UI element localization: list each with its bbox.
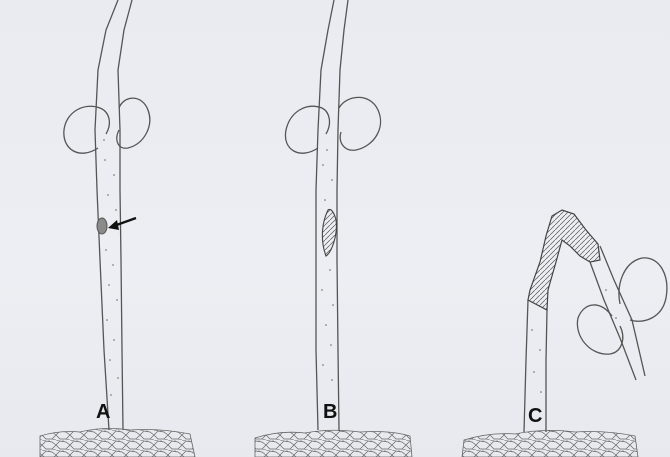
panel-b-cotyledon-left [285, 106, 329, 153]
panel-b-stem-right [337, 0, 348, 430]
panel-c-label: C [528, 405, 542, 428]
panel-a-cotyledon-left [64, 106, 110, 153]
panel-a-label: A [96, 401, 110, 424]
panel-a-lesion [97, 218, 107, 234]
panel-b-cotyledon-right [339, 97, 381, 150]
panel-b-stem-stipple [321, 149, 334, 381]
panel-c-cotyledon-upper [619, 258, 667, 321]
panel-c-upper-stem [590, 262, 636, 380]
panel-b-soil [255, 430, 412, 457]
panel-a-stem-right [118, 0, 132, 430]
panel-c-necrotic-section [528, 210, 600, 310]
panel-a-arrow-head [108, 220, 119, 230]
panel-c-soil [462, 430, 638, 457]
panel-a-stem-stipple [103, 139, 119, 396]
panel-a-soil [40, 428, 195, 457]
panel-b-label: B [323, 401, 337, 424]
panel-a-seedling [40, 0, 195, 457]
panel-a-stem [95, 0, 118, 430]
panel-c-seedling [462, 210, 667, 457]
panel-b-lesion [322, 209, 336, 256]
panel-b-seedling [255, 0, 412, 457]
panel-c-stem-base-right [546, 310, 547, 432]
panel-a-cotyledon-right [117, 98, 150, 148]
